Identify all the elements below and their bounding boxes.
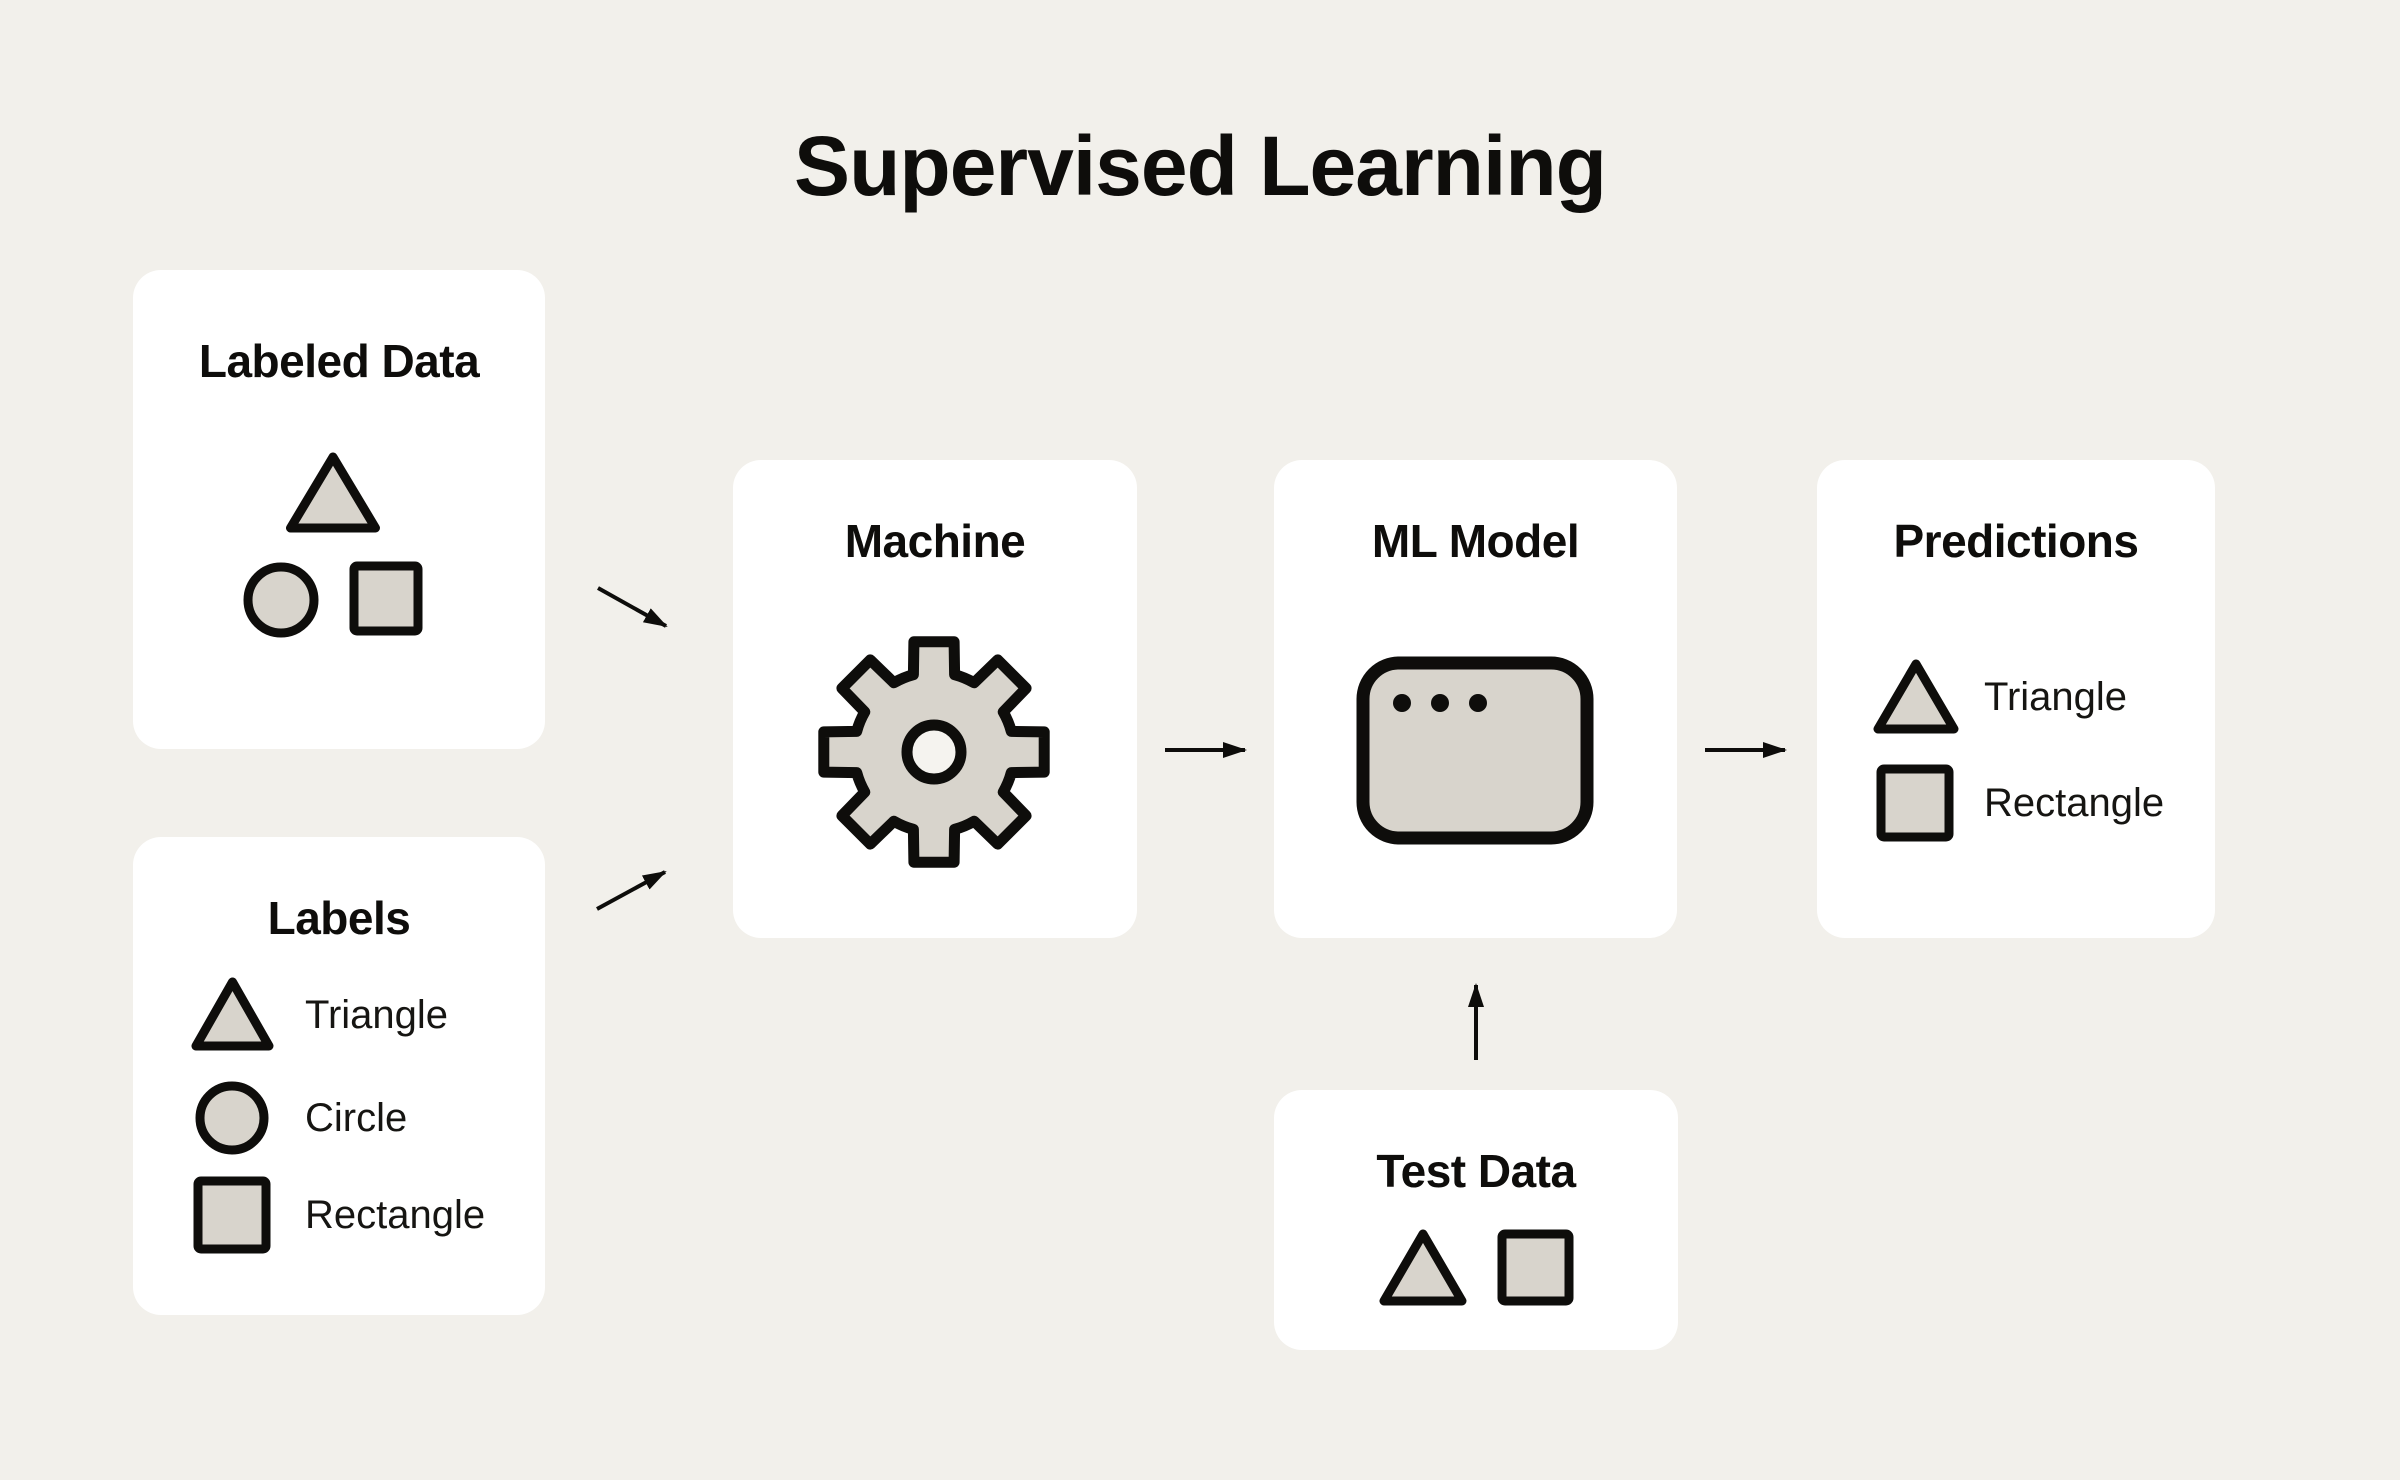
page-title: Supervised Learning bbox=[794, 119, 1607, 213]
card-title-test-data: Test Data bbox=[1376, 1145, 1576, 1197]
card-machine: Machine bbox=[733, 460, 1137, 938]
card-ml-model: ML Model bbox=[1274, 460, 1677, 938]
card-title-ml-model: ML Model bbox=[1371, 515, 1580, 567]
card-predictions: Predictions Triangle Rectangle bbox=[1817, 460, 2215, 938]
triangle-icon bbox=[1873, 659, 1959, 734]
legend-row-rectangle: Rectangle bbox=[190, 1175, 485, 1255]
card-title-machine: Machine bbox=[844, 515, 1026, 567]
window-frame bbox=[1356, 656, 1594, 845]
gear-icon bbox=[818, 636, 1050, 868]
card-labeled-data: Labeled Data bbox=[133, 270, 545, 749]
triangle-icon bbox=[1379, 1229, 1467, 1306]
square-icon bbox=[1876, 764, 1954, 842]
legend-label: Triangle bbox=[305, 992, 449, 1037]
legend-row-circle: Circle bbox=[190, 1078, 407, 1158]
prediction-label: Rectangle bbox=[1984, 780, 2165, 825]
arrow-labeled-data-to-machine bbox=[597, 586, 668, 628]
gear-hole bbox=[901, 719, 967, 785]
circle-icon bbox=[243, 562, 319, 638]
square-icon bbox=[349, 561, 423, 636]
card-labels: Labels Triangle Circle Rectangle bbox=[133, 837, 545, 1315]
triangle-icon bbox=[191, 977, 274, 1051]
labeled-data-shapes bbox=[243, 452, 423, 638]
legend-row-triangle: Triangle bbox=[190, 975, 448, 1055]
card-title-predictions: Predictions bbox=[1893, 515, 2139, 567]
card-test-data: Test Data bbox=[1274, 1090, 1678, 1350]
test-data-shapes bbox=[1379, 1229, 1574, 1306]
card-title-labels: Labels bbox=[267, 892, 411, 944]
window-dot bbox=[1393, 694, 1411, 712]
window-icon bbox=[1356, 656, 1594, 845]
window-dot bbox=[1431, 694, 1449, 712]
legend-label: Rectangle bbox=[305, 1192, 486, 1237]
arrow-labels-to-machine bbox=[596, 870, 667, 911]
card-title-labeled-data: Labeled Data bbox=[198, 335, 480, 387]
square-icon bbox=[1497, 1229, 1574, 1306]
legend-label: Circle bbox=[305, 1095, 408, 1140]
prediction-row-triangle: Triangle bbox=[1872, 657, 2127, 737]
prediction-label: Triangle bbox=[1984, 674, 2128, 719]
square-icon bbox=[193, 1176, 271, 1254]
window-dot bbox=[1469, 694, 1487, 712]
triangle-icon bbox=[286, 452, 380, 533]
circle-icon bbox=[195, 1081, 269, 1155]
prediction-row-rectangle: Rectangle bbox=[1872, 763, 2164, 843]
